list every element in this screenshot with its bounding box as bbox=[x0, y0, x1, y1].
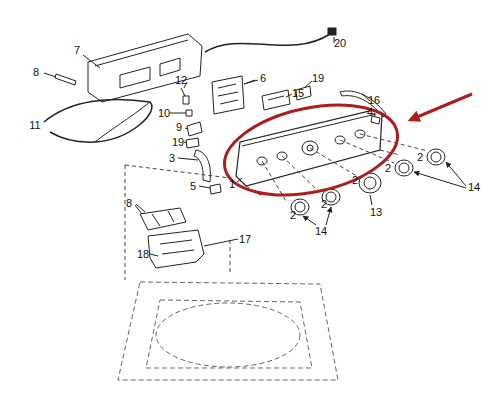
switch bbox=[186, 138, 199, 148]
control-board bbox=[212, 76, 244, 114]
clip bbox=[172, 110, 192, 116]
callout-number: 2 bbox=[417, 152, 423, 163]
screw bbox=[44, 73, 76, 85]
wire-harness bbox=[205, 34, 330, 52]
callout-number: 4 bbox=[367, 107, 373, 118]
callout-number: 16 bbox=[368, 95, 380, 106]
callout-number: 9 bbox=[176, 122, 182, 133]
highlight bbox=[216, 91, 472, 210]
callout-number: 14 bbox=[468, 182, 480, 193]
screw bbox=[181, 88, 189, 104]
callout-number: 5 bbox=[190, 181, 196, 192]
callout-number: 18 bbox=[137, 249, 149, 260]
callout-number: 15 bbox=[292, 88, 304, 99]
callout-number: 19 bbox=[172, 137, 184, 148]
control-panel bbox=[236, 110, 382, 186]
clip bbox=[210, 184, 221, 194]
callout-number: 3 bbox=[169, 153, 175, 164]
leader-lines bbox=[83, 37, 466, 256]
callout-number: 6 bbox=[260, 73, 266, 84]
knobs bbox=[291, 149, 445, 215]
callout-number: 1 bbox=[229, 179, 235, 190]
connector bbox=[328, 28, 336, 35]
callout-number: 8 bbox=[126, 198, 132, 209]
shifter-assembly bbox=[148, 230, 204, 268]
switch bbox=[187, 122, 202, 136]
callout-number: 2 bbox=[290, 210, 296, 221]
callout-number: 8 bbox=[33, 67, 39, 78]
console-back bbox=[88, 34, 202, 102]
callout-number: 13 bbox=[370, 207, 382, 218]
assembly-lines bbox=[125, 134, 428, 280]
callout-number: 11 bbox=[29, 120, 40, 131]
cabinet-top bbox=[118, 282, 338, 380]
switch bbox=[262, 90, 290, 110]
callout-number: 2 bbox=[321, 199, 327, 210]
callout-number: 10 bbox=[158, 108, 170, 119]
bracket bbox=[194, 150, 210, 182]
callout-number: 19 bbox=[312, 73, 324, 84]
callout-number: 7 bbox=[74, 45, 80, 56]
callout-number: 2 bbox=[385, 163, 391, 174]
lid-switch bbox=[140, 208, 186, 230]
callout-number: 2 bbox=[352, 175, 358, 186]
callout-number: 12 bbox=[175, 75, 187, 86]
callout-number: 20 bbox=[334, 38, 346, 49]
callout-number: 14 bbox=[315, 226, 327, 237]
wire-harness bbox=[44, 99, 152, 142]
knob-holes bbox=[257, 130, 365, 165]
callout-number: 17 bbox=[239, 234, 251, 245]
